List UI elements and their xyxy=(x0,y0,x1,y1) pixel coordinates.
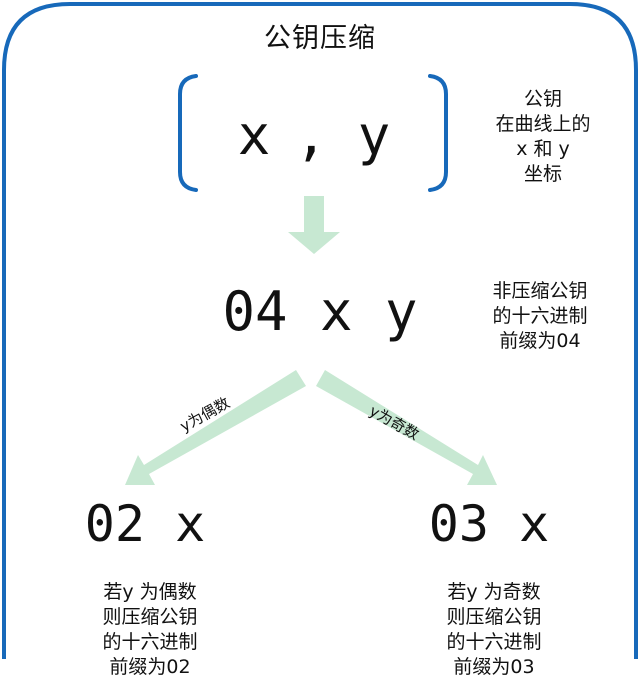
coord-note: 公钥 在曲线上的 x 和 y 坐标 xyxy=(478,87,608,187)
odd-result: 03 x xyxy=(428,495,550,553)
uncompressed-note-line: 前缀为04 xyxy=(499,330,581,352)
even-note-line: 则压缩公钥 xyxy=(102,606,198,628)
coord-note-line: 坐标 xyxy=(523,163,562,185)
uncompressed-note: 非压缩公钥 的十六进制 前缀为04 xyxy=(470,279,610,354)
odd-note: 若y 为奇数 则压缩公钥 的十六进制 前缀为03 xyxy=(424,580,564,680)
right-bracket xyxy=(428,74,448,192)
even-arrow xyxy=(125,370,306,485)
odd-arrow xyxy=(316,370,497,485)
even-note-line: 的十六进制 xyxy=(102,631,198,653)
uncompressed-key: 04 x y xyxy=(222,280,418,343)
diagram-canvas xyxy=(2,2,638,659)
even-note-line: 若y 为偶数 xyxy=(103,581,197,603)
even-result: 02 x xyxy=(84,495,206,553)
uncompressed-note-line: 非压缩公钥 xyxy=(492,280,588,302)
coord-note-line: 在曲线上的 xyxy=(495,113,591,135)
coord-note-line: x 和 y xyxy=(516,138,570,160)
coord-comma: , xyxy=(294,104,328,167)
odd-note-line: 若y 为奇数 xyxy=(447,581,541,603)
uncompressed-note-line: 的十六进制 xyxy=(492,305,588,327)
even-note: 若y 为偶数 则压缩公钥 的十六进制 前缀为02 xyxy=(80,580,220,680)
outer-frame xyxy=(2,2,638,659)
odd-note-line: 的十六进制 xyxy=(446,631,542,653)
coord-x: x xyxy=(237,104,271,167)
coord-note-line: 公钥 xyxy=(523,88,562,110)
left-bracket xyxy=(178,74,198,192)
page-title: 公钥压缩 xyxy=(264,23,376,54)
coord-y: y xyxy=(357,104,391,167)
odd-note-line: 则压缩公钥 xyxy=(446,606,542,628)
down-arrow xyxy=(288,196,340,254)
